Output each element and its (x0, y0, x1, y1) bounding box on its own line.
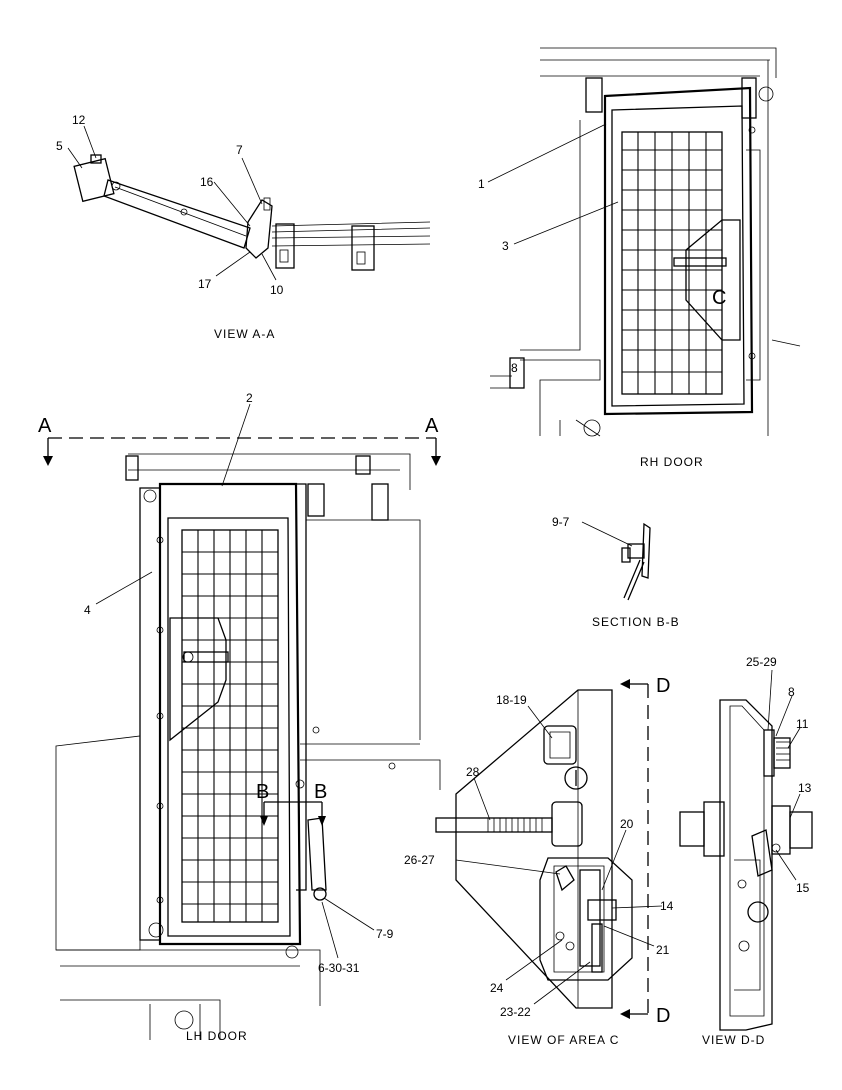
callout-5: 5 (56, 139, 63, 153)
view-aa-leaders (67, 125, 277, 281)
callout-18-19: 18-19 (496, 693, 527, 707)
callout-7-9: 7-9 (376, 927, 394, 941)
callout-21: 21 (656, 943, 670, 957)
callout-9-7: 9-7 (552, 515, 570, 529)
section-line-aa (43, 437, 441, 466)
section-mark-a-right: A (425, 415, 439, 437)
callout-20: 20 (620, 817, 634, 831)
lh-door-drawing (55, 453, 441, 1040)
callout-12: 12 (72, 113, 86, 127)
callout-10: 10 (270, 283, 284, 297)
callout-15: 15 (796, 881, 810, 895)
callout-2: 2 (246, 391, 253, 405)
rh-door-grid (622, 132, 722, 394)
rh-door-drawing (490, 47, 801, 437)
view-area-c-leaders (455, 705, 663, 1005)
callout-26-27: 26-27 (404, 853, 435, 867)
section-mark-c: C (712, 287, 726, 309)
dd-threads (776, 741, 790, 761)
callout-17: 17 (198, 277, 212, 291)
callout-24: 24 (490, 981, 504, 995)
callout-8-rh: 8 (511, 361, 518, 375)
callout-7: 7 (236, 143, 243, 157)
rh-door-leaders (487, 123, 619, 245)
section-mark-b-left: B (256, 781, 269, 803)
view-dd-leaders (767, 669, 801, 881)
lh-door-title: LH DOOR (186, 1029, 248, 1043)
callout-16: 16 (200, 175, 214, 189)
view-aa-title: VIEW A-A (214, 327, 275, 341)
callout-11: 11 (796, 717, 809, 731)
callout-8-dd: 8 (788, 685, 795, 699)
section-mark-a-left: A (38, 415, 52, 437)
view-area-c-drawing (435, 679, 649, 1019)
view-dd-drawing (679, 699, 813, 1031)
callout-3: 3 (502, 239, 509, 253)
section-mark-d-bottom: D (656, 1005, 670, 1027)
lh-door-leaders (95, 403, 375, 959)
callout-13: 13 (798, 781, 812, 795)
callout-23-22: 23-22 (500, 1005, 531, 1019)
section-bb-leader (581, 521, 633, 547)
lh-door-grid (182, 530, 278, 922)
section-bb-drawing (621, 522, 651, 601)
callout-14: 14 (660, 899, 674, 913)
callout-1: 1 (478, 177, 485, 191)
section-mark-d-top: D (656, 675, 670, 697)
view-dd-title: VIEW D-D (702, 1033, 765, 1047)
callout-4: 4 (84, 603, 91, 617)
rh-door-title: RH DOOR (640, 455, 704, 469)
callout-6-30-31: 6-30-31 (318, 961, 360, 975)
view-area-c-title: VIEW OF AREA C (508, 1033, 619, 1047)
section-mark-b-right: B (314, 781, 327, 803)
callout-25-29: 25-29 (746, 655, 777, 669)
section-bb-title: SECTION B-B (592, 615, 680, 629)
rod-threads (487, 818, 543, 832)
view-aa-drawing (73, 154, 431, 271)
callout-28: 28 (466, 765, 480, 779)
